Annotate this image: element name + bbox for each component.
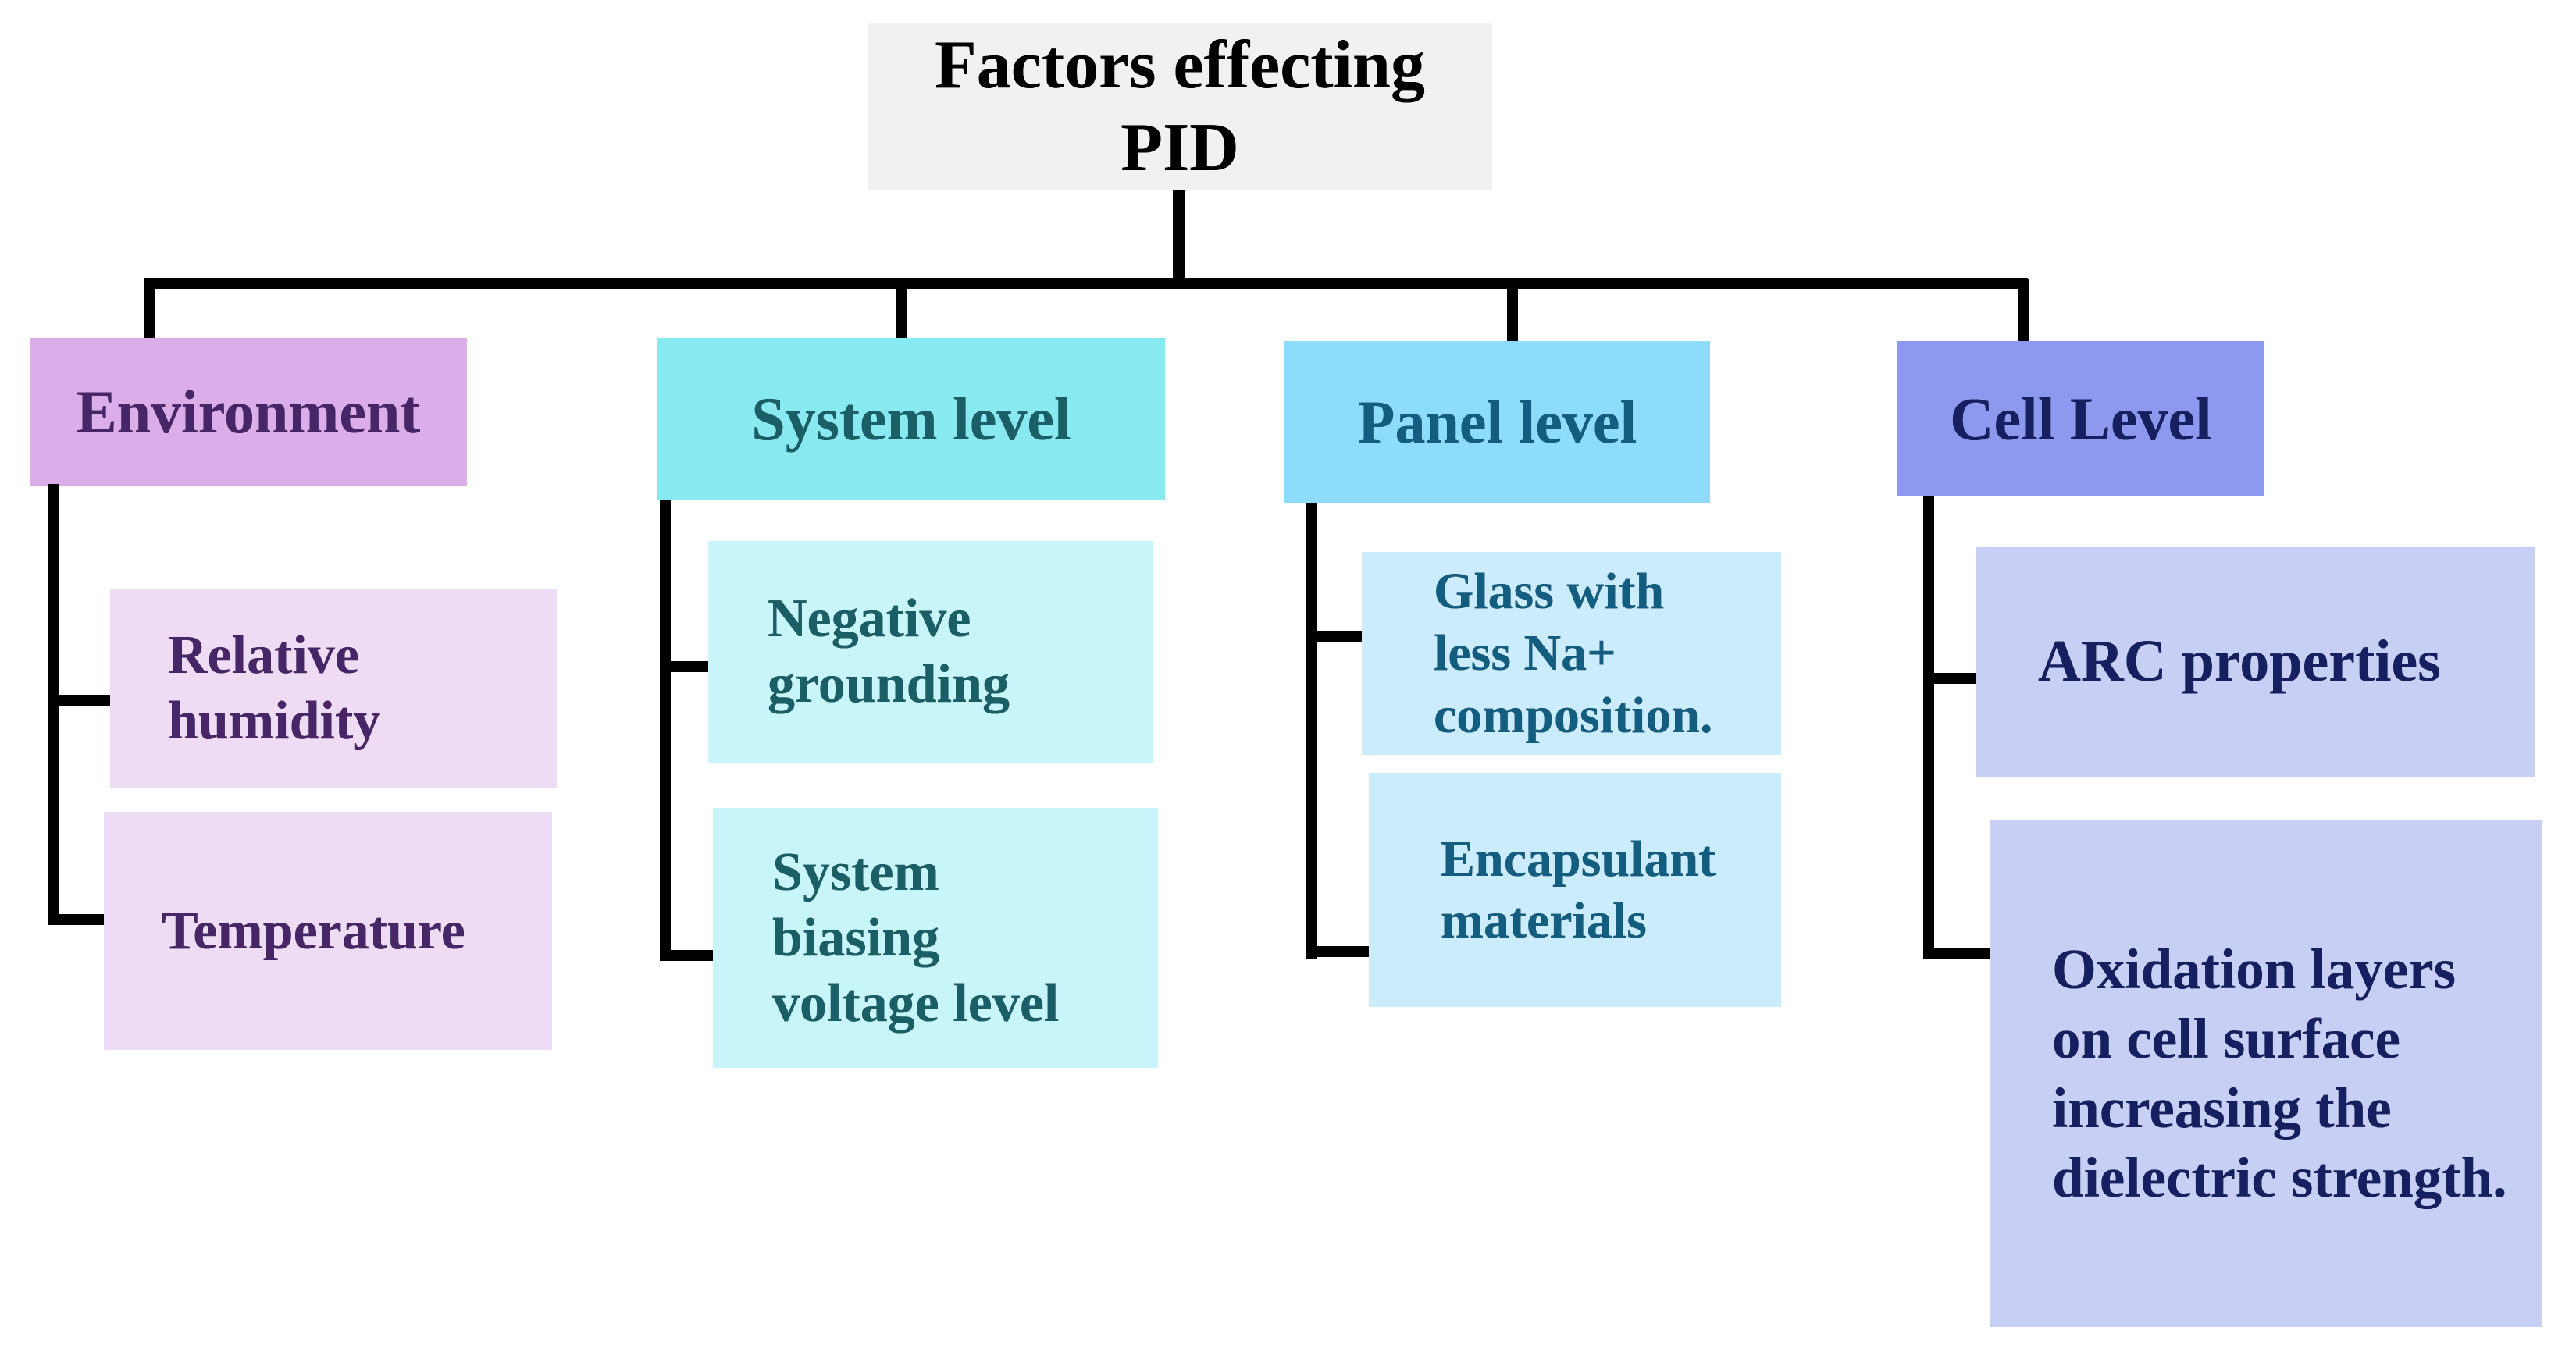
child-node-glass-less-na-composition: Glass with less Na+ composition. [1362, 552, 1781, 755]
connector-cell-stub-1 [1923, 673, 1978, 684]
root-node-label: Factors effecting PID [935, 27, 1425, 186]
child-label-oxidation-layers: Oxidation layers on cell surface increas… [2052, 937, 2507, 1210]
child-label-negative-grounding: Negative grounding [768, 589, 1010, 714]
child-label-system-biasing-voltage-level: System biasing voltage level [772, 841, 1060, 1034]
connector-system-stub-2 [660, 950, 714, 961]
branch-node-panel-level: Panel level [1284, 341, 1710, 503]
branch-label-environment: Environment [76, 378, 421, 447]
connector-system-stub-1 [660, 661, 711, 672]
connector-panel-stub-2 [1306, 946, 1371, 957]
child-label-temperature: Temperature [162, 900, 465, 961]
connector-main-horizontal [144, 278, 2028, 289]
connector-environment-stub-1 [48, 695, 111, 706]
connector-panel-stub-1 [1306, 631, 1363, 642]
child-node-arc-properties: ARC properties [1976, 547, 2535, 777]
child-node-temperature: Temperature [104, 812, 552, 1050]
child-node-system-biasing-voltage-level: System biasing voltage level [713, 808, 1158, 1068]
branch-label-system-level: System level [751, 384, 1071, 453]
branch-node-cell-level: Cell Level [1897, 341, 2264, 496]
connector-drop-cell [2018, 279, 2029, 355]
connector-system-vertical [660, 500, 671, 961]
child-label-arc-properties: ARC properties [2038, 628, 2441, 695]
connector-cell-vertical [1923, 496, 1934, 959]
child-node-relative-humidity: Relative humidity [110, 589, 557, 788]
branch-node-system-level: System level [657, 338, 1165, 500]
connector-root-stem [1173, 190, 1185, 279]
connector-panel-vertical [1306, 503, 1317, 959]
connector-drop-panel [1507, 279, 1518, 350]
connector-cell-stub-2 [1923, 948, 1992, 959]
child-node-encapsulant-materials: Encapsulant materials [1369, 773, 1781, 1007]
branch-label-panel-level: Panel level [1357, 387, 1637, 456]
child-label-glass-less-na-composition: Glass with less Na+ composition. [1434, 563, 1713, 744]
child-node-oxidation-layers: Oxidation layers on cell surface increas… [1990, 820, 2542, 1327]
child-label-relative-humidity: Relative humidity [168, 625, 381, 751]
child-label-encapsulant-materials: Encapsulant materials [1441, 830, 1716, 949]
branch-label-cell-level: Cell Level [1950, 384, 2212, 453]
connector-drop-system [896, 278, 907, 343]
branch-node-environment: Environment [30, 338, 467, 486]
root-node-factors-effecting-pid: Factors effecting PID [868, 23, 1492, 190]
child-node-negative-grounding: Negative grounding [708, 541, 1153, 763]
connector-environment-stub-2 [48, 914, 106, 925]
connector-drop-environment [144, 278, 155, 343]
